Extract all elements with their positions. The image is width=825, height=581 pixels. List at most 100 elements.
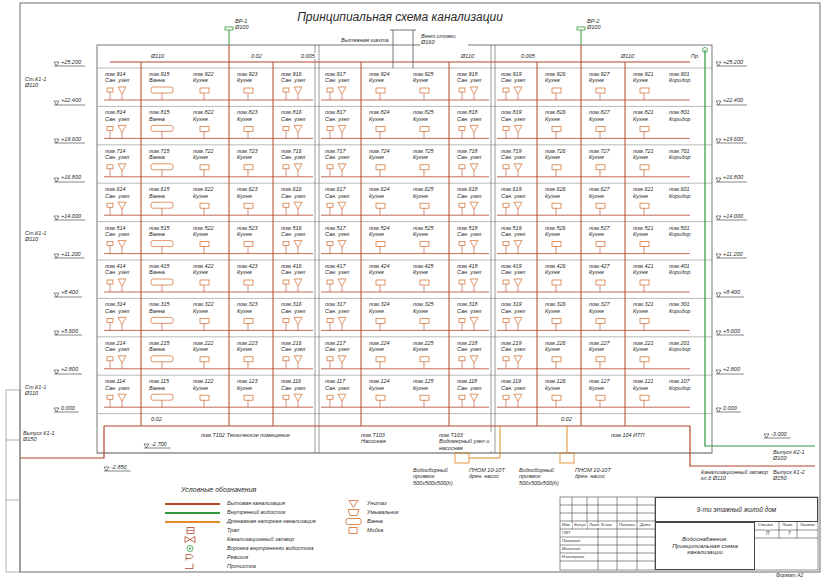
room-label: пом.825 Кухня: [412, 109, 445, 122]
washbasin-symbol: [503, 88, 509, 92]
toilet-symbol: [470, 317, 478, 324]
branch-pipe: [104, 100, 313, 101]
washbasin-symbol: [503, 357, 509, 361]
basement-collector: [104, 425, 690, 426]
drain-pipe: [162, 170, 163, 177]
room-label: пом.822 Кухня: [192, 109, 225, 122]
branch-pipe: [321, 368, 489, 369]
drain-pipe: [518, 248, 519, 254]
floor-line: [97, 453, 712, 454]
table-cell: 7: [787, 531, 792, 536]
room-label: пом.225 Кухня: [412, 340, 445, 353]
pit-label: Водосборный приямок 500х500х500(h): [518, 467, 574, 486]
washbasin-symbol: [327, 88, 333, 92]
sink-symbol: [420, 318, 429, 323]
drain-pipe: [644, 323, 645, 330]
sink-symbol: [420, 280, 429, 285]
drain-pipe: [248, 362, 249, 369]
elevation-triangle: [54, 216, 59, 220]
drain-pipe: [506, 169, 507, 177]
washbasin-symbol: [283, 357, 289, 361]
drain-pipe: [248, 131, 249, 138]
room-label: пом.119 Сан. узел: [500, 378, 533, 391]
toilet-symbol: [294, 394, 302, 401]
elevation-mark: +25.200: [60, 59, 82, 65]
cleanout-symbol: [185, 564, 193, 569]
branch-pipe: [321, 253, 489, 254]
branch-pipe: [104, 368, 313, 369]
drain-pipe: [286, 207, 287, 215]
floor-line: [97, 183, 712, 184]
bath-symbol: [346, 519, 361, 525]
toilet-symbol: [294, 87, 302, 94]
drain-pipe: [556, 400, 557, 407]
legend-text: Канализационный затвор: [226, 536, 295, 542]
elevation-mark: +14.000: [60, 213, 82, 219]
drain-pipe: [330, 361, 331, 369]
roof-collector: [110, 62, 690, 63]
sink-symbol: [596, 126, 605, 131]
elevation-mark: -2.850: [110, 464, 128, 470]
room-label: пом.223 Кухня: [236, 340, 269, 353]
room-label: пом.318 Сан. узел: [456, 301, 489, 314]
branch-pipe: [497, 100, 690, 101]
washbasin-symbol: [503, 203, 509, 207]
elevation-triangle: [716, 216, 721, 220]
washbasin-symbol: [459, 280, 465, 284]
sink-symbol: [200, 203, 209, 208]
sink-symbol: [640, 126, 649, 131]
table-cell: Листов: [799, 523, 816, 528]
drain-pipe: [298, 248, 299, 254]
toilet-symbol: [349, 501, 358, 508]
sink-symbol: [244, 203, 253, 208]
room-label: пом.521 Кухня: [632, 225, 665, 238]
pit-label: Водосборный приямок 500х500х500(h): [412, 467, 468, 486]
room-label: пом.125 Кухня: [412, 378, 445, 391]
room-label: пом.726 Кухня: [544, 148, 577, 161]
toilet-symbol: [118, 202, 126, 209]
drain-pipe: [286, 169, 287, 177]
room-label: пом.922 Кухня: [192, 71, 225, 84]
elevation-mark: 0.000: [722, 405, 738, 411]
sink-symbol: [244, 280, 253, 285]
toilet-symbol: [470, 356, 478, 363]
side-stamp: [6, 500, 20, 501]
branch-pipe: [497, 138, 690, 139]
drain-pipe: [286, 399, 287, 407]
toilet-symbol: [470, 394, 478, 401]
room-label: пом.321 Кухня: [632, 301, 665, 314]
drain-pipe: [286, 322, 287, 330]
elevation-triangle: [716, 62, 721, 66]
sheet-format: Формат А2: [775, 573, 804, 579]
elevation-line: [54, 182, 85, 183]
sink-symbol: [376, 88, 385, 93]
washbasin-symbol: [283, 242, 289, 246]
drain-pipe: [424, 131, 425, 138]
drain-pipe: [462, 246, 463, 254]
branch-pipe: [321, 138, 489, 139]
drain-pipe: [162, 323, 163, 330]
room-label: пом.523 Кухня: [236, 225, 269, 238]
drain-pipe: [204, 285, 205, 292]
elevation-line: [716, 374, 744, 375]
sink-symbol: [640, 280, 649, 285]
sink-symbol: [376, 318, 385, 323]
table-cell: Проверил: [561, 539, 581, 544]
sink-symbol: [640, 395, 649, 400]
elevation-line: [716, 105, 747, 106]
sink-symbol: [376, 165, 385, 170]
exhaust-shaft: [413, 30, 414, 68]
drain-pipe: [330, 246, 331, 254]
elevation-mark: +16.800: [60, 174, 82, 180]
sink-symbol: [552, 203, 561, 208]
sink-symbol: [244, 357, 253, 362]
drain-pipe: [298, 363, 299, 369]
room-label: пом.327 Кухня: [588, 301, 621, 314]
room-label: пом.919 Сан. узел: [500, 71, 533, 84]
drain-pipe: [474, 324, 475, 330]
room-label: пом.818 Сан. узел: [456, 109, 489, 122]
toilet-symbol: [514, 87, 522, 94]
room-label: пом.716 Сан. узел: [280, 148, 313, 161]
table-cell: П: [765, 531, 770, 536]
drain-pipe: [424, 323, 425, 330]
